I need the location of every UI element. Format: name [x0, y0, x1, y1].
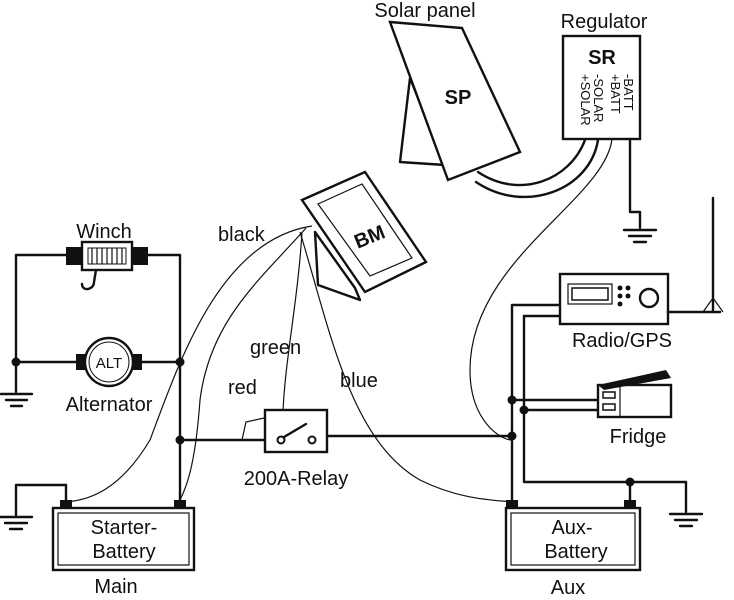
regulator-plus-batt-wire — [469, 138, 613, 441]
regulator-label: Regulator — [561, 11, 648, 33]
junction-dot — [507, 395, 517, 405]
regulator-code: SR — [588, 47, 616, 69]
aux-battery: Aux- Battery Aux — [504, 500, 642, 599]
starter-battery: Starter- Battery Main — [0, 483, 196, 598]
alternator-code: ALT — [96, 355, 122, 372]
radio-gps: Radio/GPS — [558, 272, 672, 352]
ground-symbol-left-top — [0, 392, 34, 408]
regulator-terminal-minus-batt: -BATT — [621, 74, 636, 111]
solar-panel-code: SP — [445, 87, 472, 109]
winch-label: Winch — [76, 221, 132, 243]
antenna-icon — [666, 196, 724, 314]
relay: 200A-Relay — [244, 408, 349, 490]
bm-green-wire — [282, 231, 303, 413]
bm-red-wire — [179, 227, 307, 501]
regulator: Regulator SR +SOLAR -SOLAR +BATT -BATT — [561, 11, 648, 141]
ground-symbol-aux — [668, 512, 704, 528]
ground-symbol-regulator — [622, 228, 658, 244]
fridge: Fridge — [596, 370, 673, 448]
winch-right-wire — [146, 253, 182, 507]
solar-cable-outer — [476, 138, 587, 187]
relay-label: 200A-Relay — [244, 468, 349, 490]
relay-coil-wire — [241, 417, 265, 441]
solar-panel: SP Solar panel — [374, 0, 522, 182]
starter-ground-wire — [14, 483, 68, 517]
aux-bus-wire — [510, 303, 562, 507]
solar-cable-inner — [474, 138, 600, 199]
aux-battery-caption: Aux — [551, 577, 585, 599]
regulator-ground-wire — [628, 137, 642, 230]
starter-battery-caption: Main — [94, 576, 137, 598]
wire-label-black: black — [218, 224, 266, 246]
wire-label-blue: blue — [340, 370, 378, 392]
aux-battery-line1: Aux- — [551, 517, 592, 539]
junction-dot — [175, 435, 185, 445]
radio-gps-label: Radio/GPS — [572, 330, 672, 352]
aux-battery-line2: Battery — [544, 541, 607, 563]
regulator-terminal-plus-solar: +SOLAR — [578, 74, 593, 126]
junction-dot — [507, 431, 517, 441]
solar-panel-label: Solar panel — [374, 0, 475, 22]
alternator-label: Alternator — [66, 394, 153, 416]
battery-monitor: BM — [300, 170, 428, 302]
winch: Winch — [66, 221, 148, 291]
wire-label-green: green — [250, 337, 301, 359]
regulator-terminal-plus-batt: +BATT — [608, 74, 623, 114]
starter-battery-line1: Starter- — [91, 517, 158, 539]
bm-blue-wire — [299, 231, 513, 503]
bm-black-wire — [65, 225, 313, 503]
starter-battery-line2: Battery — [92, 541, 155, 563]
junction-dot — [11, 357, 21, 367]
wire-label-red: red — [228, 377, 257, 399]
fridge-label: Fridge — [610, 426, 667, 448]
left-bus-wire — [14, 253, 80, 364]
regulator-terminal-minus-solar: -SOLAR — [591, 74, 606, 122]
junction-dot — [519, 405, 529, 415]
alternator: ALT Alternator — [66, 336, 153, 416]
junction-dot — [175, 357, 185, 367]
